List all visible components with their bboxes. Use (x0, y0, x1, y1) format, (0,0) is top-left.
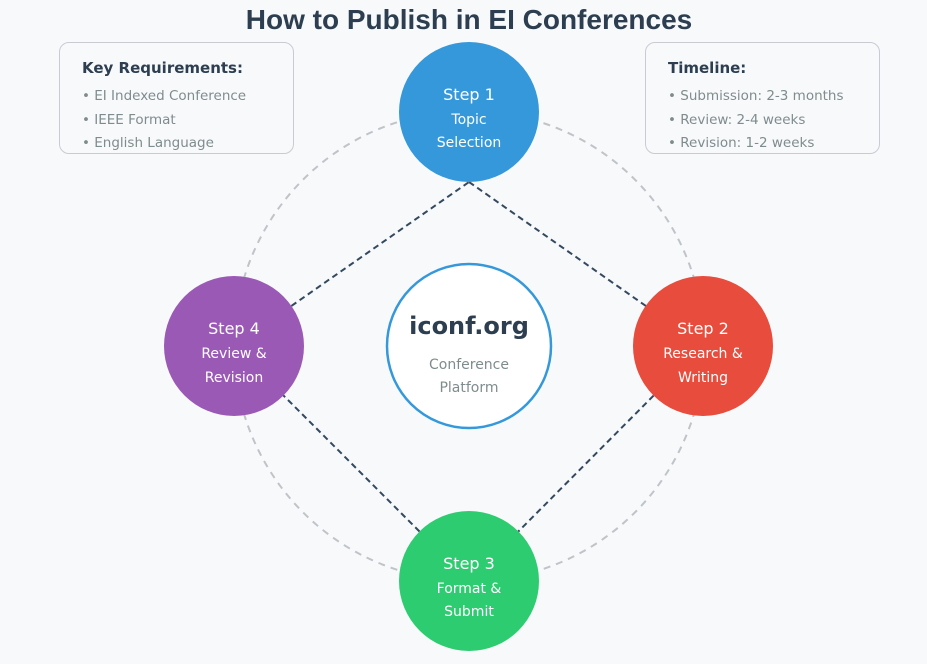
step-2-line2: Writing (678, 370, 728, 386)
timeline-box: Timeline: • Submission: 2-3 months • Rev… (645, 42, 880, 154)
timeline-item: • Review: 2-4 weeks (668, 111, 806, 128)
step-3-line2: Submit (444, 604, 494, 620)
requirements-box: Key Requirements: • EI Indexed Conferenc… (59, 42, 294, 154)
requirements-heading: Key Requirements: (82, 59, 243, 77)
step-4-node: Step 4 Review & Revision (164, 276, 304, 416)
step-3-node: Step 3 Format & Submit (399, 511, 539, 651)
timeline-item: • Submission: 2-3 months (668, 88, 844, 104)
connector-1-2 (468, 181, 704, 347)
center-line2: Platform (439, 380, 498, 396)
step-3-line1: Format & (437, 581, 502, 597)
step-1-line2: Selection (437, 135, 502, 151)
connector-4-1 (233, 181, 470, 347)
center-title: iconf.org (409, 312, 529, 340)
center-line1: Conference (429, 357, 509, 373)
timeline-item: • Revision: 1-2 weeks (668, 135, 815, 151)
requirement-item: • EI Indexed Conference (82, 88, 247, 104)
requirement-item: • IEEE Format (82, 111, 176, 128)
diagram-title: How to Publish in EI Conferences (246, 4, 693, 35)
step-2-label: Step 2 (677, 319, 729, 338)
step-2-node: Step 2 Research & Writing (633, 276, 773, 416)
step-4-line2: Revision (205, 370, 264, 386)
center-circle (385, 262, 553, 430)
step-4-line1: Review & (201, 346, 266, 362)
requirement-item: • English Language (82, 135, 214, 151)
step-1-label: Step 1 (443, 85, 495, 104)
step-1-line1: Topic (450, 112, 486, 128)
step-4-label: Step 4 (208, 319, 260, 338)
step-3-label: Step 3 (443, 554, 495, 573)
timeline-heading: Timeline: (668, 59, 747, 77)
step-1-node: Step 1 Topic Selection (399, 42, 539, 182)
step-2-line1: Research & (663, 346, 743, 362)
